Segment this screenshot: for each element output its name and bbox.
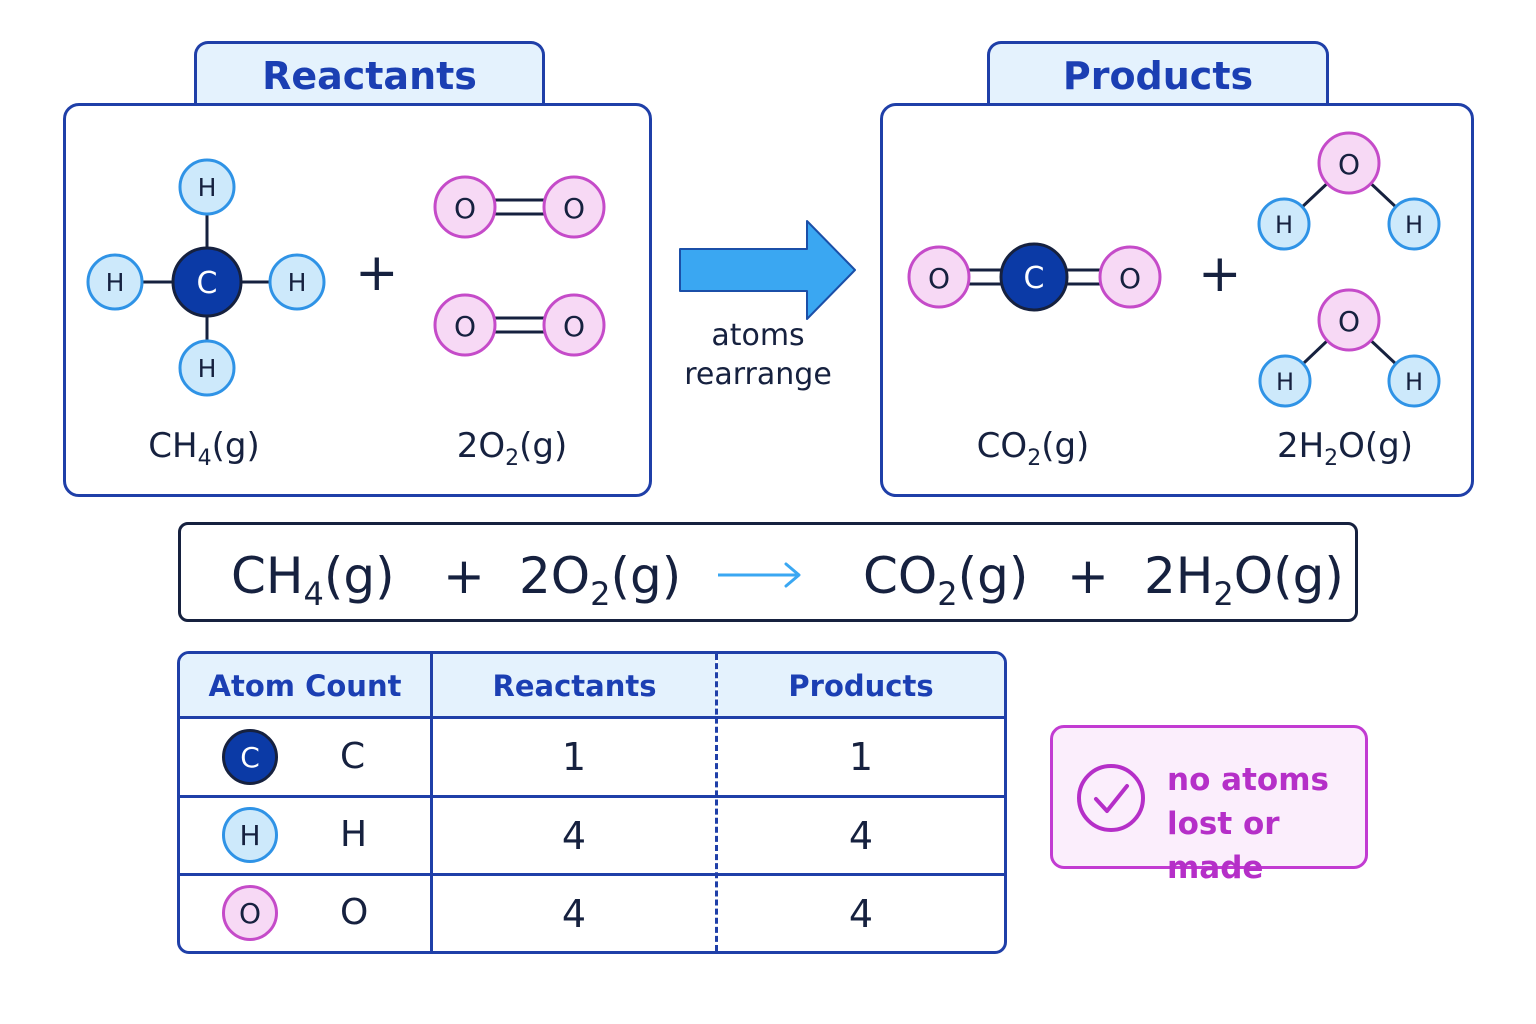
arrow-label-line: rearrange bbox=[684, 357, 832, 392]
products-count: 1 bbox=[848, 735, 874, 779]
oxygen-atom bbox=[907, 245, 971, 309]
hydrogen-atom bbox=[1258, 354, 1312, 408]
atom-symbol: O bbox=[340, 892, 369, 933]
atom-label: H bbox=[1405, 211, 1423, 239]
hydrogen-atom bbox=[1257, 197, 1311, 251]
plus-sign: + bbox=[1198, 244, 1242, 304]
atom-label: H bbox=[1275, 211, 1293, 239]
note-line: lost or made bbox=[1167, 806, 1280, 886]
methane-molecule: H H H H C bbox=[86, 158, 326, 397]
note-line: no atoms bbox=[1167, 762, 1329, 798]
equation-oxygen: 2O2(g) bbox=[519, 547, 682, 613]
products-count: 4 bbox=[848, 813, 874, 858]
atom-label: H bbox=[106, 268, 125, 297]
oxygen-atom bbox=[433, 175, 497, 239]
atom-count-table: Atom Count Reactants Products C C 1 1 H … bbox=[177, 651, 1007, 954]
carbon-dioxide-formula: CO2(g) bbox=[976, 426, 1090, 471]
carbon-atom bbox=[999, 242, 1069, 312]
oxygen-atom bbox=[542, 293, 606, 357]
equation-water: 2H2O(g) bbox=[1144, 547, 1344, 613]
note-text: no atoms lost or made bbox=[1167, 758, 1365, 890]
hydrogen-atom bbox=[1387, 197, 1441, 251]
atom-label: O bbox=[563, 310, 585, 343]
oxygen-molecule: O O bbox=[433, 293, 606, 357]
atom-label: O bbox=[928, 262, 950, 295]
water-formula: 2H2O(g) bbox=[1276, 426, 1414, 471]
products-count: 4 bbox=[848, 891, 874, 936]
atom-label: O bbox=[1338, 305, 1360, 338]
balanced-equation: CH4(g) + 2O2(g) CO2(g) + 2H2O(g) bbox=[178, 522, 1358, 622]
atom-label: O bbox=[1119, 262, 1141, 295]
reactants-count: 4 bbox=[561, 891, 587, 936]
oxygen-formula: 2O2(g) bbox=[456, 426, 568, 471]
atom-label: O bbox=[563, 192, 585, 225]
check-circle-icon bbox=[1077, 764, 1145, 832]
oxygen-atom bbox=[1098, 245, 1162, 309]
hydrogen-atom bbox=[1387, 354, 1441, 408]
oxygen-atom bbox=[433, 293, 497, 357]
atom-label: H bbox=[288, 268, 307, 297]
hydrogen-atom bbox=[268, 253, 326, 311]
products-tab: Products bbox=[987, 41, 1329, 107]
reactants-count: 1 bbox=[561, 735, 587, 779]
atom-label: H bbox=[1276, 368, 1294, 396]
hydrogen-badge-icon: H bbox=[222, 807, 278, 863]
reaction-arrow-icon bbox=[679, 220, 856, 320]
atom-label: H bbox=[198, 173, 217, 202]
arrow-label-line: atoms bbox=[711, 318, 805, 353]
equation-plus: + bbox=[443, 547, 485, 605]
equation-plus: + bbox=[1067, 547, 1109, 605]
atom-label: C bbox=[1024, 261, 1045, 296]
oxygen-atom bbox=[1317, 288, 1381, 352]
water-molecule: O H H bbox=[1257, 131, 1441, 251]
atom-label: O bbox=[454, 192, 476, 225]
plus-sign: + bbox=[355, 243, 399, 303]
oxygen-molecule: O O bbox=[433, 175, 606, 239]
arrow-label: atoms rearrange bbox=[668, 316, 848, 394]
oxygen-badge-icon: O bbox=[222, 885, 278, 941]
methane-formula: CH4(g) bbox=[148, 426, 260, 471]
conservation-note: no atoms lost or made bbox=[1050, 725, 1368, 886]
atom-label: C bbox=[197, 266, 218, 301]
atom-symbol: H bbox=[340, 814, 368, 855]
hydrogen-atom bbox=[86, 253, 144, 311]
hydrogen-atom bbox=[178, 158, 236, 216]
equation-methane: CH4(g) bbox=[231, 547, 395, 613]
oxygen-atom bbox=[1317, 131, 1381, 195]
hydrogen-atom bbox=[178, 339, 236, 397]
reactants-panel bbox=[63, 103, 652, 497]
equation-arrow-icon bbox=[718, 562, 801, 588]
atom-symbol: C bbox=[340, 736, 366, 777]
table-header-products: Products bbox=[718, 654, 1004, 718]
carbon-dioxide-molecule: O O C bbox=[907, 242, 1162, 312]
carbon-atom bbox=[171, 246, 243, 318]
atom-label: H bbox=[198, 354, 217, 383]
oxygen-atom bbox=[542, 175, 606, 239]
table-header-atom-count: Atom Count bbox=[180, 654, 430, 718]
water-molecule: O H H bbox=[1258, 288, 1441, 408]
atom-label: O bbox=[1338, 148, 1360, 181]
atom-label: H bbox=[1405, 368, 1423, 396]
reactants-count: 4 bbox=[561, 813, 587, 858]
equation-carbon-dioxide: CO2(g) bbox=[863, 547, 1029, 613]
table-header-reactants: Reactants bbox=[433, 654, 716, 718]
carbon-badge-icon: C bbox=[222, 729, 278, 785]
atom-label: O bbox=[454, 310, 476, 343]
reactants-tab: Reactants bbox=[194, 41, 545, 107]
